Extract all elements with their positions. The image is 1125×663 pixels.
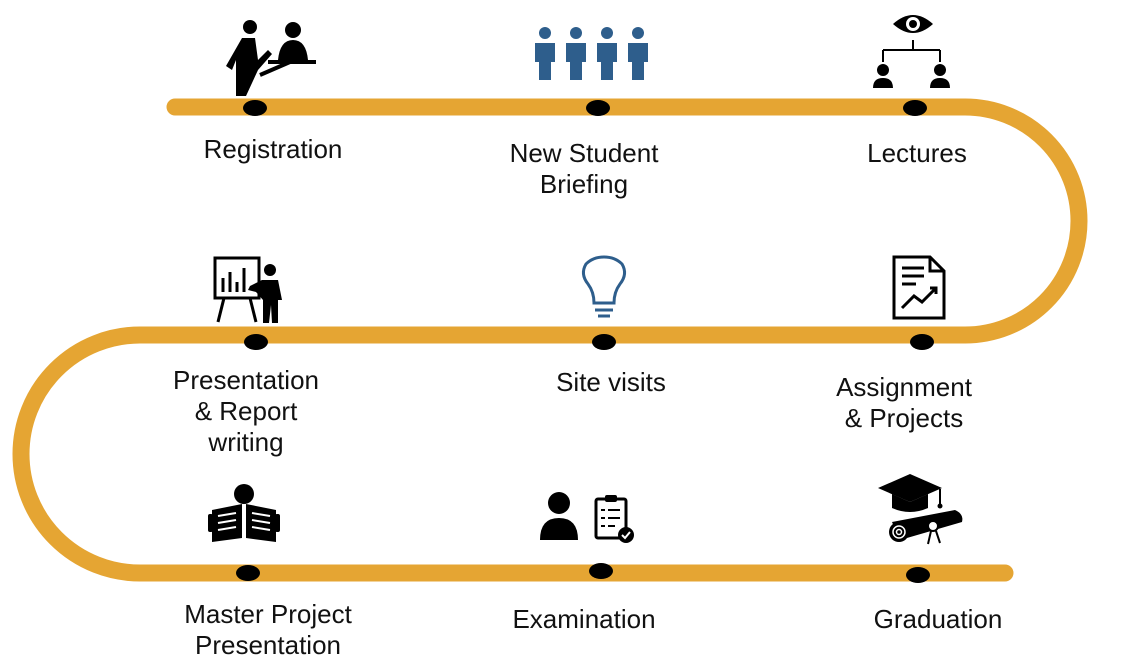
person-clipboard-check-icon: [540, 492, 634, 543]
node-graduation: [906, 567, 930, 583]
track-line: [12, 98, 1088, 582]
step-nodes: [236, 100, 934, 583]
presenter-board-icon: [213, 256, 282, 323]
step-label-graduation: Graduation: [873, 604, 1003, 634]
graduation-cap-diploma-icon: [878, 474, 963, 545]
report-chart-document-icon: [892, 255, 946, 320]
step-label-new-student-briefing: New Student Briefing: [509, 138, 659, 199]
step-label-presentation-report-writing: Presentation & Report writing: [173, 365, 319, 457]
node-new-student-briefing: [586, 100, 610, 116]
node-site-visits: [592, 334, 616, 350]
registration-desk-icon: [226, 20, 316, 96]
step-label-assignment-projects: Assignment & Projects: [836, 372, 972, 433]
node-presentation: [244, 334, 268, 350]
node-lectures: [903, 100, 927, 116]
node-assignment: [910, 334, 934, 350]
reading-newspaper-icon: [208, 484, 280, 542]
node-examination: [589, 563, 613, 579]
node-master-project: [236, 565, 260, 581]
step-label-lectures: Lectures: [867, 138, 967, 168]
group-of-students-icon: [535, 27, 648, 80]
step-label-master-project-presentation: Master Project Presentation: [184, 599, 352, 660]
lightbulb-icon: [581, 255, 627, 318]
step-label-registration: Registration: [203, 134, 343, 164]
node-registration: [243, 100, 267, 116]
step-label-examination: Examination: [512, 604, 656, 634]
hierarchy-eye-icon: [873, 15, 950, 88]
step-label-site-visits: Site visits: [556, 367, 666, 397]
